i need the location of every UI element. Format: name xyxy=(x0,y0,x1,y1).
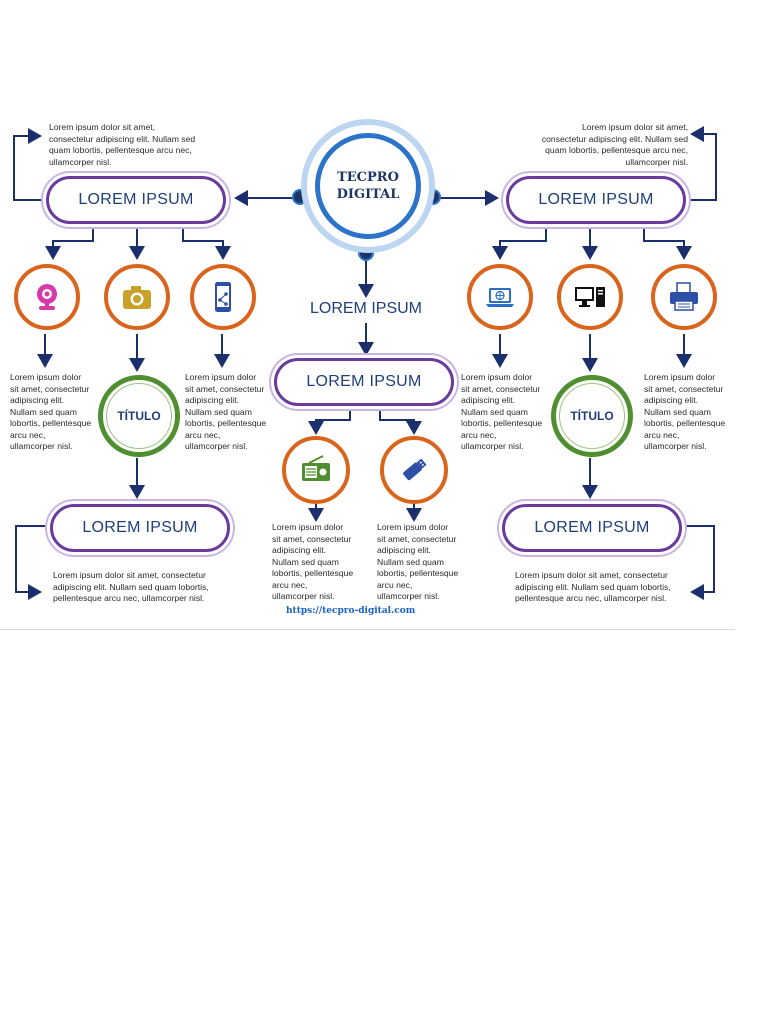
right-bottom-pill: LOREM IPSUM xyxy=(502,504,682,552)
desktop-computer-icon xyxy=(575,287,605,307)
radio-icon xyxy=(302,455,330,481)
camera-icon xyxy=(123,286,151,309)
smartphone-share-icon xyxy=(215,282,231,312)
right-titulo-circle: TÍTULO xyxy=(551,375,633,457)
left-icon-1-ring xyxy=(14,264,80,330)
hub-circle: TECPRO DIGITAL xyxy=(301,119,435,253)
center-icon-2-ring xyxy=(380,436,448,504)
connector-lines xyxy=(13,126,717,600)
mind-map-diagram: TECPRO DIGITAL Lorem ipsum dolor sit ame… xyxy=(0,119,735,630)
right-top-text: Lorem ipsum dolor sit amet, consectetur … xyxy=(541,122,688,167)
right-icon-2-ring xyxy=(557,264,623,330)
left-bottom-pill: LOREM IPSUM xyxy=(50,504,230,552)
left-col1-text: Lorem ipsum dolor sit amet, consectetur … xyxy=(10,372,92,451)
center-col2-text: Lorem ipsum dolor sit amet, consectetur … xyxy=(377,522,459,601)
page-divider xyxy=(0,629,735,630)
left-icon-3-ring xyxy=(190,264,256,330)
webcam-icon xyxy=(37,284,57,310)
center-pill: LOREM IPSUM xyxy=(274,358,454,406)
left-titulo-circle: TÍTULO xyxy=(98,375,180,457)
right-pill: LOREM IPSUM xyxy=(506,176,686,224)
right-icon-1-ring xyxy=(467,264,533,330)
right-bottom-text: Lorem ipsum dolor sit amet, consectetur … xyxy=(515,570,671,603)
printer-icon xyxy=(670,282,698,311)
left-top-text: Lorem ipsum dolor sit amet, consectetur … xyxy=(49,122,196,167)
hub-inner: TECPRO DIGITAL xyxy=(315,133,421,239)
left-icon-2-ring xyxy=(104,264,170,330)
right-col1-text: Lorem ipsum dolor sit amet, consectetur … xyxy=(461,372,543,451)
center-col1-text: Lorem ipsum dolor sit amet, consectetur … xyxy=(272,522,354,601)
usb-drive-icon xyxy=(403,458,427,481)
center-label: LOREM IPSUM xyxy=(309,300,422,317)
right-icon-3-ring xyxy=(651,264,717,330)
left-bottom-text: Lorem ipsum dolor sit amet, consectetur … xyxy=(53,570,209,603)
center-icon-1-ring xyxy=(282,436,350,504)
hub-title-line1: TECPRO xyxy=(337,170,399,185)
left-pill: LOREM IPSUM xyxy=(46,176,226,224)
right-col3-text: Lorem ipsum dolor sit amet, consectetur … xyxy=(644,372,726,451)
laptop-web-icon xyxy=(486,288,514,307)
left-col3-text: Lorem ipsum dolor sit amet, consectetur … xyxy=(185,372,267,451)
footer-url: https://tecpro-digital.com xyxy=(286,606,416,616)
hub-title-line2: DIGITAL xyxy=(336,187,400,202)
